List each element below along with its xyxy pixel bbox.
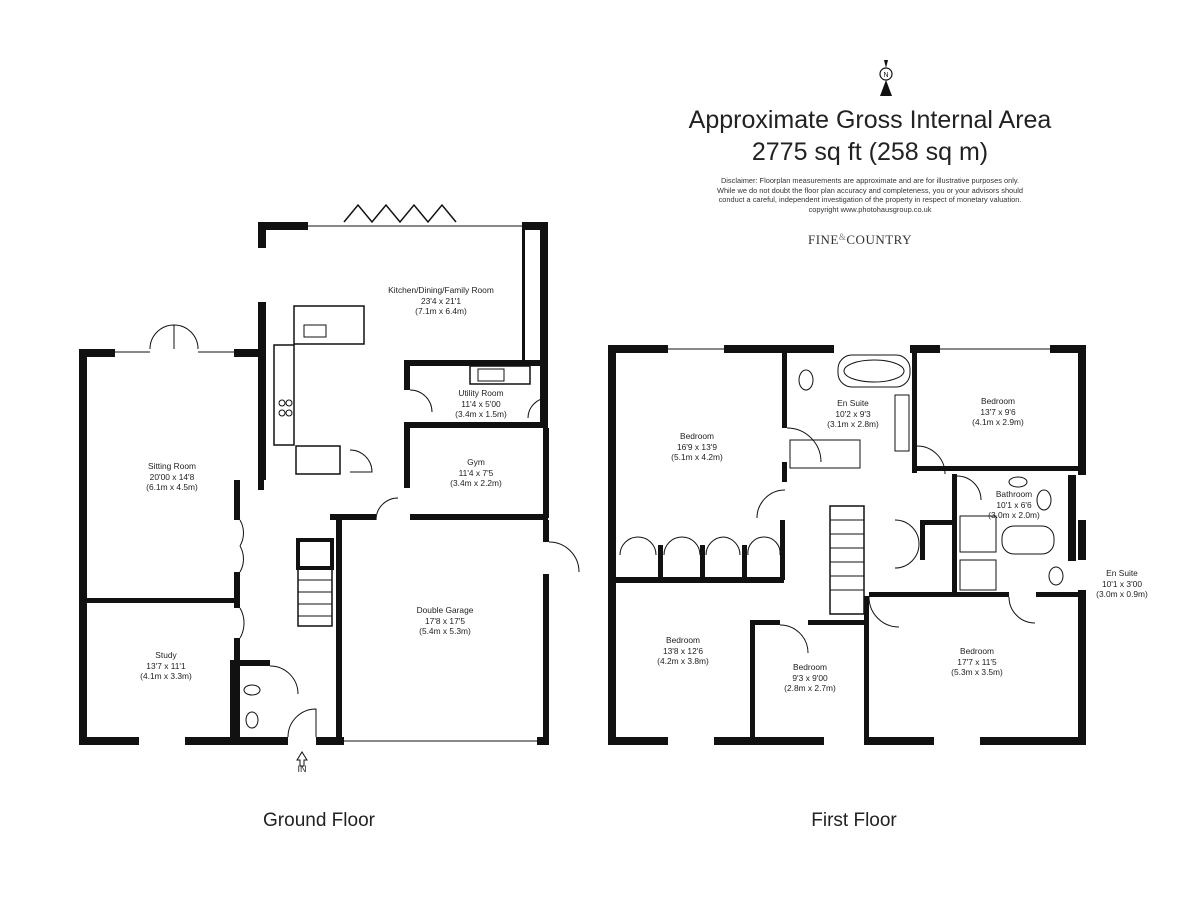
room-metric: (7.1m x 6.4m): [415, 306, 467, 317]
room-bedroom-3: Bedroom 13'8 x 12'6 (4.2m x 3.8m): [657, 635, 709, 667]
room-name: En Suite: [1106, 568, 1138, 578]
room-en-suite-2: En Suite 10'1 x 3'00 (3.0m x 0.9m): [1096, 568, 1148, 600]
disclaimer-line: Disclaimer: Floorplan measurements are a…: [720, 176, 1020, 185]
room-name: Bathroom: [995, 489, 1033, 499]
room-double-garage: Double Garage 17'8 x 17'5 (5.4m x 5.3m): [417, 605, 474, 637]
brand-logo: FINE&COUNTRY: [790, 232, 930, 248]
room-name: Double Garage: [416, 605, 474, 615]
room-size: 17'8 x 17'5: [425, 615, 465, 626]
room-metric: (3.0m x 2.0m): [988, 510, 1040, 521]
room-metric: (2.8m x 2.7m): [784, 683, 836, 694]
room-size: 10'2 x 9'3: [835, 408, 871, 419]
room-en-suite-1: En Suite 10'2 x 9'3 (3.1m x 2.8m): [827, 398, 879, 430]
room-name: Bedroom: [680, 431, 714, 441]
room-size: 23'4 x 21'1: [420, 295, 461, 306]
room-bedroom-2: Bedroom 13'7 x 9'6 (4.1m x 2.9m): [972, 396, 1024, 428]
north-arrow-icon: N: [879, 60, 893, 96]
brand-amp: &: [838, 232, 847, 242]
room-size: 17'7 x 11'5: [957, 656, 997, 667]
room-size: 10'1 x 3'00: [1101, 578, 1142, 589]
disclaimer-line: copyright www.photohausgroup.co.uk: [808, 204, 932, 214]
room-name: Utility Room: [458, 388, 504, 398]
room-size: 13'7 x 11'1: [146, 660, 186, 671]
room-name: Kitchen/Dining/Family Room: [388, 285, 494, 295]
room-bedroom-4: Bedroom 9'3 x 9'00 (2.8m x 2.7m): [784, 662, 836, 694]
room-size: 13'7 x 9'6: [980, 406, 1016, 417]
room-bathroom: Bathroom 10'1 x 6'6 (3.0m x 2.0m): [988, 489, 1040, 521]
first-floor-label: First Floor: [811, 810, 897, 831]
room-utility: Utility Room 11'4 x 5'00 (3.4m x 1.5m): [455, 388, 507, 420]
room-metric: (6.1m x 4.5m): [146, 482, 198, 493]
room-size: 16'9 x 13'9: [676, 441, 717, 452]
room-metric: (4.1m x 2.9m): [972, 417, 1024, 428]
room-metric: (5.3m x 3.5m): [951, 667, 1003, 678]
room-metric: (5.1m x 4.2m): [671, 452, 723, 463]
room-size: 11'4 x 7'5: [458, 467, 494, 478]
room-size: 13'8 x 12'6: [662, 645, 703, 656]
room-size: 20'00 x 14'8: [149, 471, 195, 482]
disclaimer-line: While we do not doubt the floor plan acc…: [716, 185, 1024, 195]
disclaimer: Disclaimer: Floorplan measurements are a…: [660, 176, 1080, 214]
room-kitchen-dining-family: Kitchen/Dining/Family Room 23'4 x 21'1 (…: [388, 285, 494, 317]
area-header: Approximate Gross Internal Area 2775 sq …: [660, 104, 1080, 214]
room-size: 11'4 x 5'00: [461, 398, 501, 409]
room-metric: (4.2m x 3.8m): [657, 656, 709, 667]
brand-left: FINE: [807, 232, 839, 247]
room-name: Gym: [467, 457, 485, 467]
room-size: 9'3 x 9'00: [792, 672, 828, 683]
room-sitting: Sitting Room 20'00 x 14'8 (6.1m x 4.5m): [146, 461, 198, 493]
room-name: En Suite: [837, 398, 869, 408]
room-gym: Gym 11'4 x 7'5 (3.4m x 2.2m): [450, 457, 502, 489]
ground-floor-walls: [79, 203, 580, 767]
room-study: Study 13'7 x 11'1 (4.1m x 3.3m): [140, 650, 192, 682]
room-metric: (3.1m x 2.8m): [827, 419, 879, 430]
room-name: Bedroom: [960, 646, 994, 656]
room-bedroom-1: Bedroom 16'9 x 13'9 (5.1m x 4.2m): [671, 431, 723, 463]
room-name: Study: [155, 650, 177, 660]
first-floor-walls: [608, 345, 1086, 745]
room-metric: (3.4m x 2.2m): [450, 478, 502, 489]
entrance-label: IN: [297, 764, 307, 774]
room-name: Sitting Room: [148, 461, 196, 471]
gross-area-value: 2775 sq ft (258 sq m): [751, 138, 989, 166]
room-metric: (4.1m x 3.3m): [140, 671, 192, 682]
gross-area-title: Approximate Gross Internal Area: [688, 106, 1052, 134]
room-size: 10'1 x 6'6: [996, 499, 1032, 510]
disclaimer-line: conduct a careful, independent investiga…: [718, 195, 1022, 205]
room-metric: (3.4m x 1.5m): [455, 409, 507, 420]
ground-floor-label: Ground Floor: [263, 810, 375, 831]
svg-text:N: N: [883, 72, 888, 79]
room-metric: (3.0m x 0.9m): [1096, 589, 1148, 600]
room-name: Bedroom: [793, 662, 827, 672]
brand-right: COUNTRY: [846, 232, 913, 247]
room-bedroom-5: Bedroom 17'7 x 11'5 (5.3m x 3.5m): [951, 646, 1003, 678]
room-metric: (5.4m x 5.3m): [419, 626, 471, 637]
room-name: Bedroom: [666, 635, 700, 645]
room-name: Bedroom: [981, 396, 1015, 406]
